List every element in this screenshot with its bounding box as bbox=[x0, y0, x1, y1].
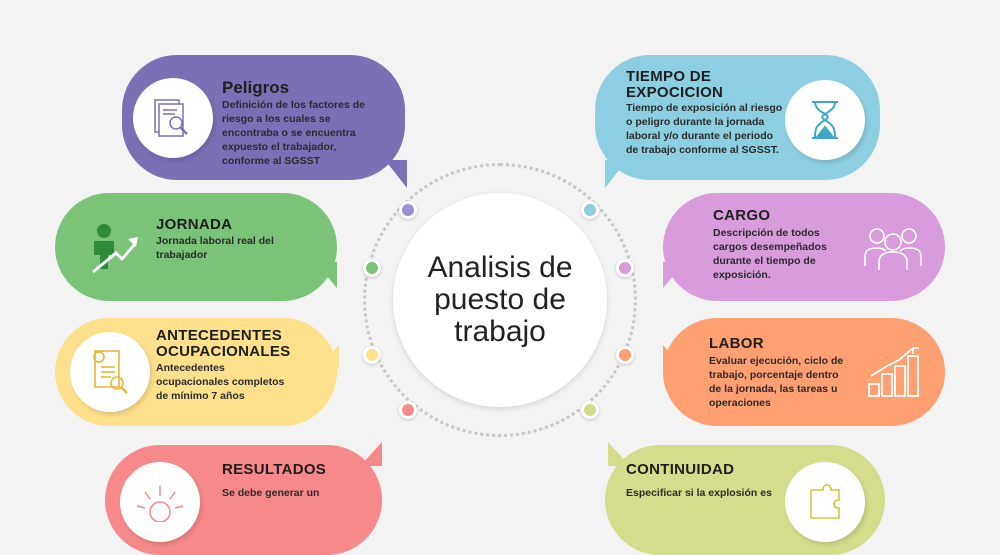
sun-icon bbox=[120, 462, 200, 542]
dot-blue bbox=[581, 201, 599, 219]
card-text: Especificar si la explosión es bbox=[626, 487, 772, 499]
document-search-icon bbox=[133, 78, 213, 158]
card-text: Evaluar ejecución, ciclo de trabajo, por… bbox=[709, 355, 844, 409]
bar-chart-icon bbox=[853, 332, 933, 412]
card-title: ANTECEDENTES OCUPACIONALES bbox=[156, 327, 291, 360]
card-text: Se debe generar un bbox=[222, 487, 320, 499]
puzzle-icon bbox=[785, 462, 865, 542]
card-text: Antecedentes ocupacionales completos de … bbox=[156, 362, 285, 402]
card-title: TIEMPO DE EXPOCICION bbox=[626, 68, 724, 101]
card-text: Tiempo de exposición al riesgo o peligro… bbox=[626, 102, 783, 156]
dot-orange bbox=[616, 346, 634, 364]
dot-pink bbox=[616, 259, 634, 277]
hourglass-icon bbox=[785, 80, 865, 160]
card-title: CARGO bbox=[713, 207, 771, 224]
center-title: Analisis de puesto de trabajo bbox=[427, 251, 573, 348]
center-circle: Analisis de puesto de trabajo bbox=[393, 193, 607, 407]
dot-yellow bbox=[363, 346, 381, 364]
card-text: Jornada laboral real del trabajador bbox=[156, 235, 274, 261]
team-icon bbox=[853, 207, 933, 287]
card-text: Descripción de todos cargos desempeñados… bbox=[713, 227, 827, 281]
dot-green bbox=[363, 259, 381, 277]
document-magnifier-icon bbox=[70, 332, 150, 412]
card-text: Definición de los factores de riesgo a l… bbox=[222, 99, 365, 167]
card-title: JORNADA bbox=[156, 216, 233, 233]
dot-purple bbox=[399, 201, 417, 219]
person-growth-icon bbox=[72, 207, 152, 287]
card-title: Peligros bbox=[222, 78, 290, 97]
card-title: LABOR bbox=[709, 335, 764, 352]
card-title: RESULTADOS bbox=[222, 461, 327, 478]
dotted-ring bbox=[363, 163, 637, 437]
dot-red bbox=[399, 401, 417, 419]
card-title: CONTINUIDAD bbox=[626, 461, 735, 478]
dot-lime bbox=[581, 401, 599, 419]
